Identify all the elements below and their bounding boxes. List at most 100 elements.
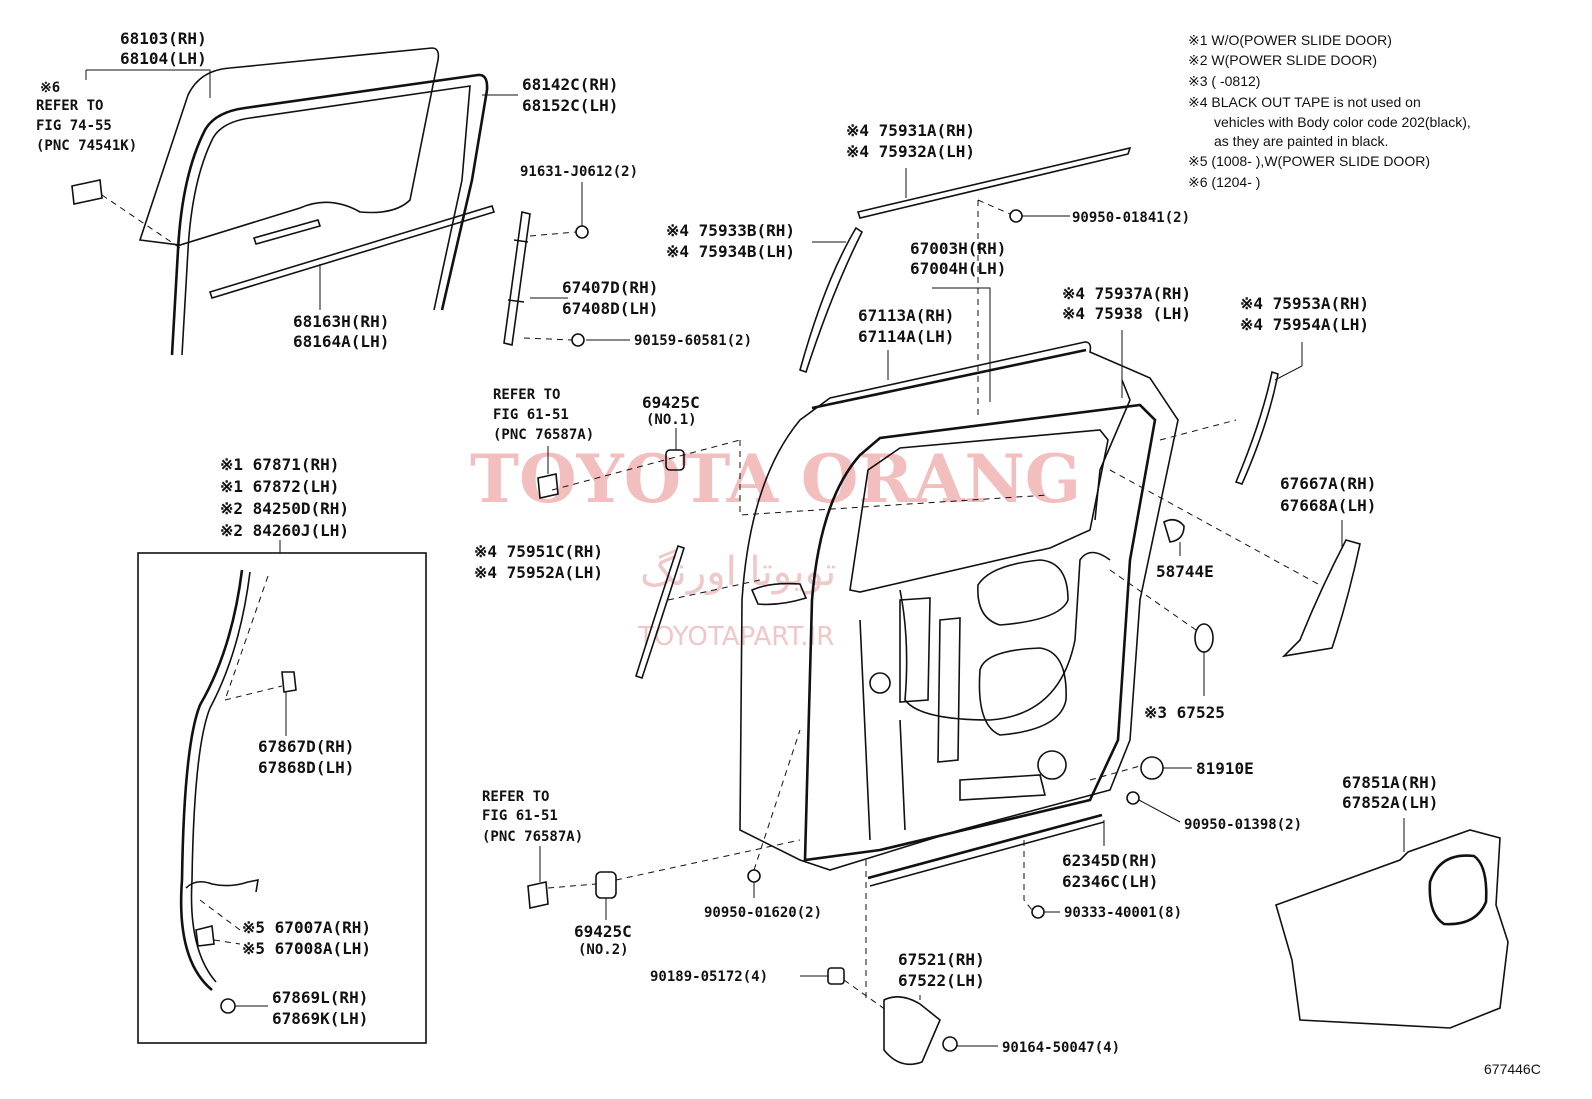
note-6: ※6 (1204- ) xyxy=(1188,174,1260,190)
blackout-tapes-group xyxy=(635,146,1303,680)
door-inner-frame xyxy=(803,403,1157,862)
label-ref6-fig: FIG 74-55 xyxy=(36,118,112,134)
label-67869-lh: 67869K(LH) xyxy=(272,1009,368,1028)
part-labels: 68103(RH) 68104(LH) ※6 REFER TO FIG 74-5… xyxy=(36,29,1438,1056)
label-67521: 67521(RH) xyxy=(898,950,985,969)
label-68152: 68152C(LH) xyxy=(522,96,618,115)
bolt-90159-icon xyxy=(571,333,585,347)
label-90189: 90189-05172(4) xyxy=(650,969,768,985)
label-84260: ※2 84260J(LH) xyxy=(220,521,349,540)
slide-door-group xyxy=(739,341,1179,887)
note-5: ※5 (1008- ),W(POWER SLIDE DOOR) xyxy=(1188,153,1430,169)
refer-sticker-a xyxy=(537,473,559,499)
figure-id: 677446C xyxy=(1484,1061,1541,1077)
note-2: ※2 W(POWER SLIDE DOOR) xyxy=(1188,52,1377,68)
tape-75951 xyxy=(635,544,685,680)
note-3: ※3 ( -0812) xyxy=(1188,73,1260,89)
bracket-67521-shape xyxy=(883,996,941,1066)
wire-harness-shape xyxy=(899,551,1111,721)
label-75951: ※4 75951C(RH) xyxy=(474,542,603,561)
screw-90164-icon xyxy=(942,1036,958,1052)
door-glass-shape xyxy=(138,47,440,246)
door-handle-shape xyxy=(750,582,808,606)
label-75938: ※4 75938 (LH) xyxy=(1062,304,1191,323)
label-62345: 62345D(RH) xyxy=(1062,851,1158,870)
label-67852: 67852A(LH) xyxy=(1342,793,1438,812)
cushion-no2-icon xyxy=(595,871,617,899)
note-4: ※4 BLACK OUT TAPE is not used on xyxy=(1188,94,1421,110)
clip-90950-01398-icon xyxy=(1126,791,1140,805)
refer-sticker-b xyxy=(527,881,549,909)
label-91631: 91631-J0612(2) xyxy=(520,164,638,180)
label-67668: 67668A(LH) xyxy=(1280,496,1376,515)
label-refB-pnc: (PNC 76587A) xyxy=(482,829,583,845)
label-69425-no1: 69425C xyxy=(642,393,700,412)
hole-plug-81910-icon xyxy=(1140,756,1164,780)
lower-parts xyxy=(747,729,1060,1066)
cushion-69425-no2 xyxy=(527,839,801,920)
right-side-parts xyxy=(1089,469,1361,846)
note-4-line3: as they are painted in black. xyxy=(1214,133,1388,149)
door-leaders xyxy=(551,287,1237,601)
detail-box-group xyxy=(137,540,427,1044)
door-side-weatherstrip xyxy=(1094,379,1131,521)
door-window-opening xyxy=(849,429,1109,593)
label-90159: 90159-60581(2) xyxy=(634,333,752,349)
label-67522: 67522(LH) xyxy=(898,971,985,990)
label-69425-no1-sub: (NO.1) xyxy=(646,412,697,428)
label-75933: ※4 75933B(RH) xyxy=(666,221,795,240)
note-4-line2: vehicles with Body color code 202(black)… xyxy=(1214,114,1471,130)
label-68142: 68142C(RH) xyxy=(522,75,618,94)
label-67007: ※5 67007A(RH) xyxy=(242,918,371,937)
label-67667: 67667A(RH) xyxy=(1280,474,1376,493)
window-bracket-shape xyxy=(503,211,531,346)
tape-75933 xyxy=(799,226,864,374)
label-67113: 67113A(RH) xyxy=(858,306,954,325)
label-refA-refer: REFER TO xyxy=(493,387,560,403)
label-81910: 81910E xyxy=(1196,759,1254,778)
bolt-91631-icon xyxy=(575,225,589,239)
watermark-brand: TOYOTA ORANG xyxy=(470,440,1081,518)
label-69425-no2-sub: (NO.2) xyxy=(578,942,629,958)
tape-75953 xyxy=(1234,370,1279,485)
note-1: ※1 W/O(POWER SLIDE DOOR) xyxy=(1188,32,1392,48)
label-67408: 67408D(LH) xyxy=(562,299,658,318)
window-bracket-group xyxy=(503,182,630,347)
label-67871: ※1 67871(RH) xyxy=(220,455,339,474)
door-top-weatherstrip xyxy=(811,348,1087,410)
label-75934: ※4 75934B(LH) xyxy=(666,242,795,261)
label-90164: 90164-50047(4) xyxy=(1002,1040,1120,1056)
service-cover-shape xyxy=(1275,829,1509,1029)
label-67008: ※5 67008A(LH) xyxy=(242,939,371,958)
label-75953: ※4 75953A(RH) xyxy=(1240,294,1369,313)
watermark: TOYOTA ORANG تویوتا اورنگ TOYOTAPART.IR xyxy=(470,440,1081,652)
label-68104: 68104(LH) xyxy=(120,49,207,68)
label-67407: 67407D(RH) xyxy=(562,278,658,297)
label-sticker xyxy=(71,179,103,205)
clip-67867-icon xyxy=(281,671,297,693)
glass-run-shape xyxy=(170,73,489,356)
run-67871-shape xyxy=(179,569,244,991)
cushion-no1-icon xyxy=(665,449,685,471)
label-67868: 67868D(LH) xyxy=(258,758,354,777)
label-ref6-refer: REFER TO xyxy=(36,98,103,114)
door-outer-shell xyxy=(739,341,1179,871)
label-90333: 90333-40001(8) xyxy=(1064,905,1182,921)
door-glass-group xyxy=(71,47,518,356)
trim-67667-shape xyxy=(1281,539,1361,658)
label-84250: ※2 84250D(RH) xyxy=(220,499,349,518)
label-ref6-mark: ※6 xyxy=(40,80,60,96)
label-67851: 67851A(RH) xyxy=(1342,773,1438,792)
label-75952: ※4 75952A(LH) xyxy=(474,563,603,582)
label-67872: ※1 67872(LH) xyxy=(220,477,339,496)
label-68164: 68164A(LH) xyxy=(293,332,389,351)
label-68163: 68163H(RH) xyxy=(293,312,389,331)
label-refB-refer: REFER TO xyxy=(482,789,549,805)
label-refA-pnc: (PNC 76587A) xyxy=(493,427,594,443)
watermark-url: TOYOTAPART.IR xyxy=(637,622,834,652)
detail-box-frame xyxy=(137,552,427,1044)
service-cover-67851 xyxy=(1275,818,1509,1029)
label-refB-fig: FIG 61-51 xyxy=(482,808,558,824)
